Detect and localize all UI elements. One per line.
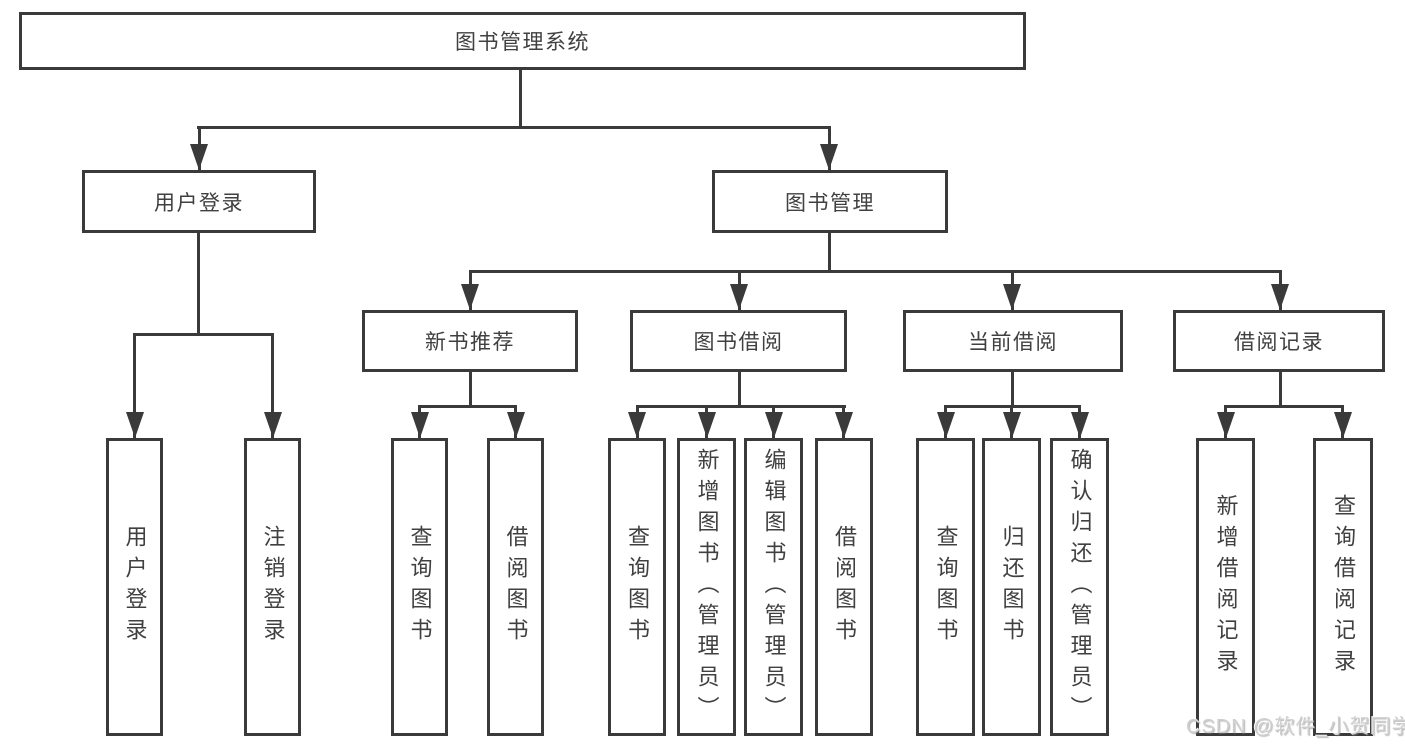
node-label: 查询图书 [625,525,650,649]
leaf-return-books: 归还图书 [982,438,1041,736]
node-label: 图书管理 [785,191,875,215]
arrowhead-leaf [507,412,525,438]
leaf-user-login: 用户登录 [106,438,163,736]
arrowhead-new-books [461,284,479,310]
connector-to-logout-leaf [271,334,274,438]
leaf-confirm-return-admin: 确认归还（管理员） [1050,438,1109,736]
leaf-edit-books-admin: 编辑图书（管理员） [744,438,803,736]
connector-level1-branch [197,126,831,129]
node-label: 归还图书 [999,525,1025,649]
node-label: 借阅图书 [832,525,857,649]
connector-borrowing-trunk [738,372,741,408]
arrowhead-records [1271,284,1289,310]
arrowhead-leaf [1334,412,1352,438]
node-label: 图书借阅 [693,331,784,354]
leaf-query-borrow-record: 查询借阅记录 [1313,438,1373,736]
arrowhead-leaf [1217,412,1235,438]
node-label: 编辑图书（管理员） [761,447,787,727]
leaf-logout: 注销登录 [244,438,301,736]
arrowhead-leaf [628,412,646,438]
arrowhead-leaf [937,412,955,438]
leaf-query-books-3: 查询图书 [916,438,975,736]
node-borrow-records: 借阅记录 [1173,310,1385,372]
node-label: 查询图书 [933,525,959,649]
connector-level2-branch [469,270,1282,273]
node-new-book-recommend: 新书推荐 [362,310,578,372]
arrowhead-leaf [765,412,783,438]
arrowhead-leaf [1071,412,1089,438]
arrowhead-current [1003,284,1021,310]
connector-user-login-trunk [197,233,200,336]
connector-book-mgmt-trunk [828,233,831,273]
leaf-query-books-2: 查询图书 [608,438,666,736]
node-current-borrowing: 当前借阅 [903,310,1123,372]
arrowhead-leaf [835,412,853,438]
node-label: 注销登录 [260,525,286,649]
arrowhead-leaf [698,412,716,438]
node-label: 当前借阅 [968,331,1058,354]
connector-current-trunk [1011,372,1014,408]
connector-records-trunk [1279,372,1282,408]
node-user-login: 用户登录 [82,170,316,233]
arrowhead-leaf [1003,412,1021,438]
arrowhead-logout-leaf [264,412,282,438]
node-label: 查询借阅记录 [1331,494,1356,680]
connector-borrowing-branch [636,405,846,408]
node-label: 新增图书（管理员） [694,447,720,727]
connector-to-login-leaf [133,334,136,438]
node-label: 借阅图书 [503,525,529,649]
connector-root-trunk [519,70,522,129]
node-label: 借阅记录 [1234,331,1324,354]
csdn-watermark: CSDN @软件_小贺同学 [1186,716,1405,738]
node-label: 新增借阅记录 [1213,494,1239,680]
arrowhead-book-mgmt [820,144,838,170]
node-label: 新书推荐 [425,331,515,354]
node-book-mgmt: 图书管理 [712,170,948,233]
connector-records-branch [1224,405,1344,408]
leaf-borrow-books-1: 借阅图书 [487,438,544,736]
connector-new-books-branch [418,405,517,408]
arrowhead-user-login [190,144,208,170]
arrowhead-leaf [411,412,429,438]
connector-new-books-trunk [469,372,472,408]
node-library-system: 图书管理系统 [19,12,1026,70]
node-label: 确认归还（管理员） [1067,447,1093,727]
leaf-borrow-books-2: 借阅图书 [815,438,873,736]
arrowhead-borrowing [730,284,748,310]
arrowhead-login-leaf [126,412,144,438]
node-book-borrowing: 图书借阅 [630,310,847,372]
node-label: 图书管理系统 [455,31,590,54]
node-label: 用户登录 [122,525,148,649]
leaf-query-books-1: 查询图书 [391,438,448,736]
node-label: 查询图书 [407,525,433,649]
leaf-add-books-admin: 新增图书（管理员） [677,438,736,736]
node-label: 用户登录 [154,191,244,215]
leaf-add-borrow-record: 新增借阅记录 [1196,438,1255,736]
connector-user-login-branch [133,333,274,336]
